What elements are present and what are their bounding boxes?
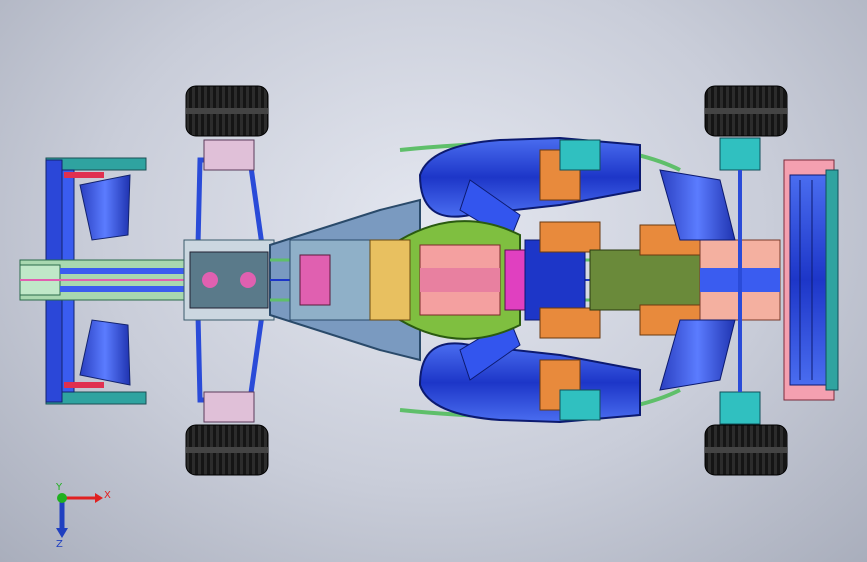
rear-suspension[interactable] (659, 137, 761, 425)
rear-left-wheel[interactable] (704, 85, 788, 137)
right-sidepod[interactable] (418, 319, 641, 424)
z-axis-label: Z (56, 539, 63, 548)
z-axis-arrowhead (56, 528, 68, 538)
x-axis-arrowhead (95, 493, 103, 503)
front-right-wheel[interactable] (185, 424, 269, 476)
y-axis-dot (57, 493, 67, 503)
rear-right-wheel[interactable] (704, 424, 788, 476)
engine-block[interactable] (369, 220, 601, 340)
orientation-triad[interactable]: X Y Z (40, 478, 120, 548)
front-left-wheel[interactable] (185, 85, 269, 137)
nose-cone[interactable] (19, 259, 189, 301)
y-axis-label: Y (55, 482, 63, 493)
gearbox[interactable] (589, 224, 781, 336)
front-suspension[interactable] (183, 139, 275, 423)
rear-wing[interactable] (783, 159, 839, 401)
x-axis-label: X (104, 490, 111, 501)
left-sidepod[interactable] (418, 136, 641, 241)
